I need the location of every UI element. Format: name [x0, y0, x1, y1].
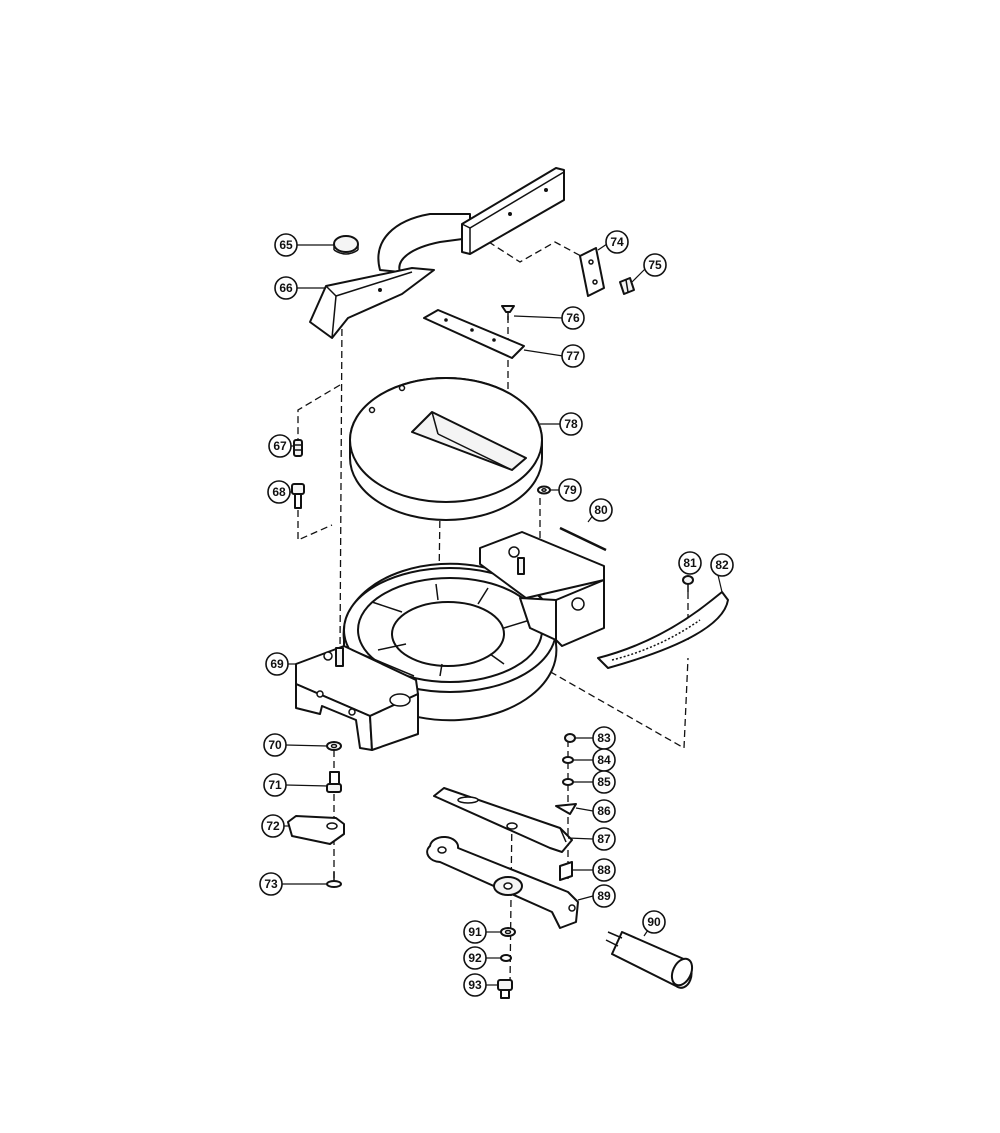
screw-part-76: [501, 305, 515, 320]
callout-74: 74: [605, 230, 629, 254]
svg-text:91: 91: [468, 925, 482, 939]
svg-text:82: 82: [715, 558, 729, 572]
callout-68: 68: [267, 480, 291, 504]
svg-text:69: 69: [270, 657, 284, 671]
callout-75: 75: [643, 253, 667, 277]
callout-84: 84: [592, 748, 616, 772]
callout-80: 80: [589, 498, 613, 522]
callout-78: 78: [559, 412, 583, 436]
svg-text:83: 83: [597, 731, 611, 745]
svg-text:75: 75: [648, 258, 662, 272]
svg-text:89: 89: [597, 889, 611, 903]
svg-text:81: 81: [683, 556, 697, 570]
callout-83: 83: [592, 726, 616, 750]
svg-text:84: 84: [597, 753, 611, 767]
svg-text:70: 70: [268, 738, 282, 752]
pin-part-80: [559, 526, 607, 552]
washer-part-70: [326, 741, 342, 751]
washer-part-79: [537, 485, 551, 495]
svg-text:85: 85: [597, 775, 611, 789]
callout-67: 67: [268, 434, 292, 458]
handle-part-90: [605, 931, 694, 989]
callout-77: 77: [561, 344, 585, 368]
callout-89: 89: [592, 884, 616, 908]
turntable-part-78: [349, 377, 543, 521]
left-bracket-part-69: [295, 645, 419, 751]
callout-71: 71: [263, 773, 287, 797]
washer-part-92: [500, 954, 512, 962]
callout-81: 81: [678, 551, 702, 575]
washer-part-85: [562, 778, 574, 786]
callout-66: 66: [274, 276, 298, 300]
svg-text:79: 79: [563, 483, 577, 497]
callout-72: 72: [261, 814, 285, 838]
callout-87: 87: [592, 827, 616, 851]
svg-text:71: 71: [268, 778, 282, 792]
svg-text:92: 92: [468, 951, 482, 965]
screw-part-73: [326, 872, 342, 888]
callout-69: 69: [265, 652, 289, 676]
clip-part-86: [555, 803, 577, 815]
svg-text:87: 87: [597, 832, 611, 846]
callout-91: 91: [463, 920, 487, 944]
cap-part-65: [333, 235, 359, 255]
callout-65: 65: [274, 233, 298, 257]
bolt-part-93: [497, 979, 513, 999]
callout-leader-stubs: [282, 243, 723, 986]
lock-plate-part-87: [433, 787, 573, 853]
lever-arm-part-89: [426, 835, 579, 929]
right-bracket: [479, 531, 605, 647]
callout-85: 85: [592, 770, 616, 794]
svg-text:86: 86: [597, 804, 611, 818]
callout-86: 86: [592, 799, 616, 823]
insert-plate-part-77: [423, 309, 525, 359]
bolt-part-71: [326, 771, 342, 793]
svg-text:78: 78: [564, 417, 578, 431]
scale-plate-part-82: [597, 591, 729, 669]
bracket-part-74: [579, 247, 605, 297]
svg-text:80: 80: [594, 503, 608, 517]
svg-text:66: 66: [279, 281, 293, 295]
callout-92: 92: [463, 946, 487, 970]
bolt-part-68: [291, 483, 305, 509]
svg-text:72: 72: [266, 819, 280, 833]
washer-part-84: [562, 756, 574, 764]
callout-70: 70: [263, 733, 287, 757]
spring-part-88: [559, 861, 573, 881]
screw-part-67: [293, 439, 303, 457]
svg-text:77: 77: [566, 349, 580, 363]
screw-part-81: [682, 575, 694, 592]
callout-82: 82: [710, 553, 734, 577]
svg-text:88: 88: [597, 863, 611, 877]
clamp-part-72: [287, 815, 345, 845]
svg-text:74: 74: [610, 235, 624, 249]
left-fence-part-66: [309, 267, 435, 339]
callout-90: 90: [642, 910, 666, 934]
callout-73: 73: [259, 872, 283, 896]
svg-text:76: 76: [566, 311, 580, 325]
callout-93: 93: [463, 973, 487, 997]
callout-88: 88: [592, 858, 616, 882]
fence-assembly: [377, 167, 565, 273]
callout-79: 79: [558, 478, 582, 502]
svg-text:73: 73: [264, 877, 278, 891]
screw-part-75: [619, 277, 635, 295]
svg-text:90: 90: [647, 915, 661, 929]
svg-text:93: 93: [468, 978, 482, 992]
svg-text:68: 68: [272, 485, 286, 499]
svg-text:65: 65: [279, 238, 293, 252]
callout-76: 76: [561, 306, 585, 330]
screw-part-83: [564, 733, 576, 743]
washer-part-91: [500, 927, 516, 937]
svg-text:67: 67: [273, 439, 287, 453]
